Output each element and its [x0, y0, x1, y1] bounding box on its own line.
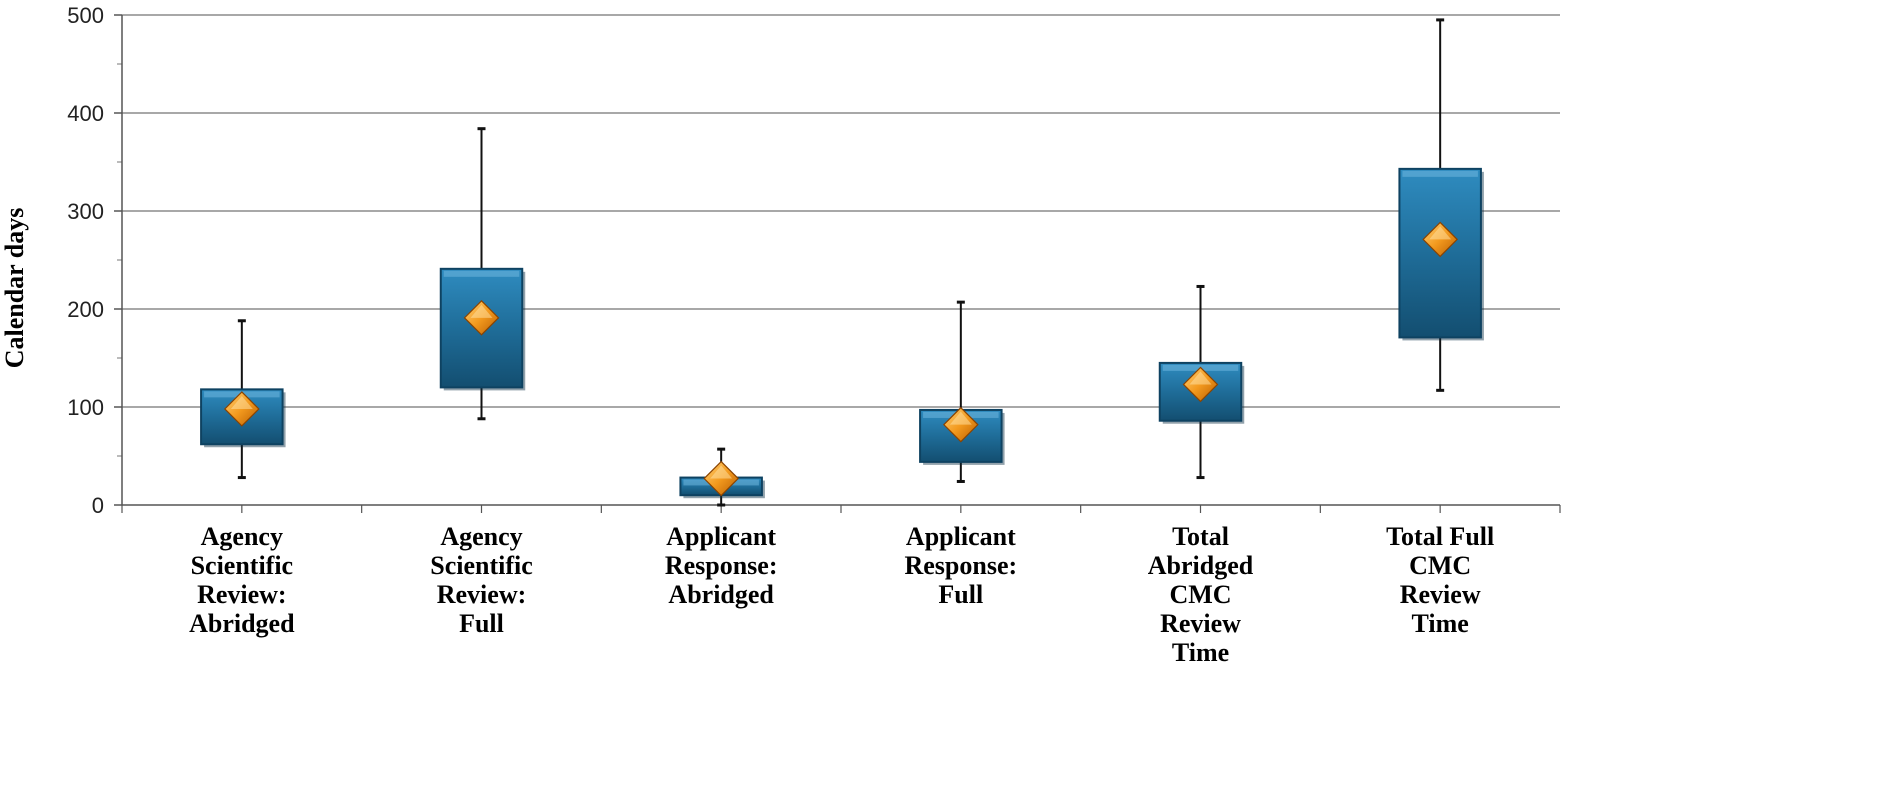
x-category-label-line: Time: [1412, 609, 1469, 638]
x-category-label-line: Agency: [201, 522, 283, 551]
gridlines: [122, 14, 1560, 408]
x-category-label-line: Response:: [904, 551, 1017, 580]
y-tick-label-0: 0: [92, 493, 104, 518]
x-category-label-line: Time: [1172, 638, 1229, 667]
x-category-label-line: Total: [1172, 522, 1229, 551]
mean-marker: [1422, 221, 1459, 258]
x-category-label-line: Review: [1400, 580, 1481, 609]
x-category-label-line: Review: [1160, 609, 1241, 638]
mean-marker-shine: [710, 465, 733, 479]
x-category-label-line: Scientific: [430, 551, 533, 580]
box-highlight: [443, 270, 520, 277]
x-category-label-line: Agency: [440, 522, 522, 551]
box-2: [439, 127, 526, 421]
x-category-label-line: Scientific: [191, 551, 294, 580]
y-tick-label-200: 200: [67, 297, 104, 322]
box-6: [1398, 18, 1484, 392]
y-axis-title: Calendar days: [0, 208, 29, 369]
x-category-label-line: Applicant: [906, 522, 1016, 551]
mean-marker-shine: [1429, 226, 1452, 240]
x-category-label-line: Review:: [437, 580, 527, 609]
x-category-label-line: Abridged: [1148, 551, 1254, 580]
box-4: [919, 300, 1005, 483]
mean-marker-shine: [230, 395, 253, 409]
x-category-label-line: Response:: [665, 551, 778, 580]
box-highlight: [1402, 170, 1478, 177]
mean-marker-shine: [470, 304, 493, 318]
y-tick-label-100: 100: [67, 395, 104, 420]
x-category-label-line: Applicant: [666, 522, 776, 551]
y-tick-label-300: 300: [67, 199, 104, 224]
x-category-label-line: Abridged: [189, 609, 295, 638]
box-1: [200, 319, 286, 480]
mean-marker-shine: [1189, 371, 1212, 385]
mean-marker-shine: [949, 411, 972, 425]
y-tick-label-500: 500: [67, 3, 104, 28]
x-category-label-line: CMC: [1169, 580, 1231, 609]
axes: [114, 14, 1561, 513]
x-category-label-line: Full: [459, 609, 504, 638]
x-category-label-line: Total Full: [1386, 522, 1494, 551]
x-category-label-line: CMC: [1409, 551, 1471, 580]
box-5: [1158, 284, 1245, 480]
box-3: [679, 447, 765, 507]
plot-area: [200, 18, 1484, 507]
x-category-label-line: Full: [938, 580, 983, 609]
y-tick-label-400: 400: [67, 101, 104, 126]
x-category-label-line: Abridged: [668, 580, 774, 609]
x-category-label-line: Review:: [197, 580, 287, 609]
